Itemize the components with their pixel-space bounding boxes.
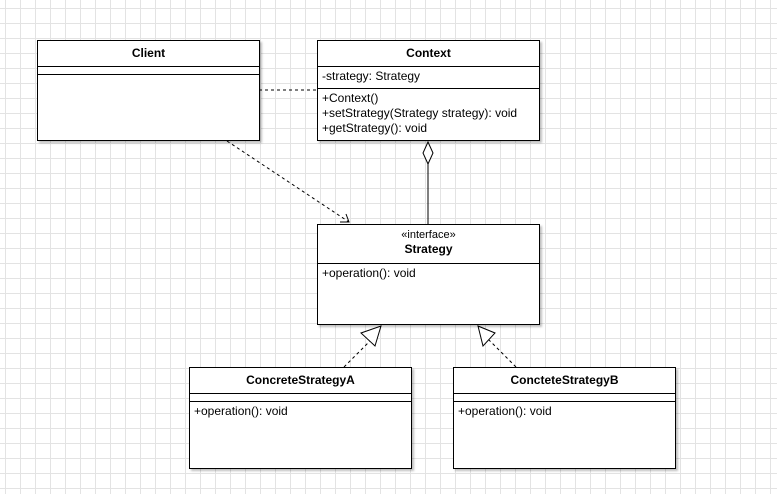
operations-section bbox=[38, 75, 259, 79]
class-header: Context bbox=[318, 41, 539, 67]
operations-section: +Context() +setStrategy(Strategy strateg… bbox=[318, 89, 539, 138]
class-name: ConcreteStrategyA bbox=[246, 373, 355, 387]
class-name: Client bbox=[131, 46, 166, 60]
class-concrete-strategy-a[interactable]: ConcreteStrategyA +operation(): void bbox=[189, 367, 412, 469]
operation-set-strategy: +setStrategy(Strategy strategy): void bbox=[322, 106, 518, 120]
operations-section: +operation(): void bbox=[454, 402, 675, 421]
operation-operation: +operation(): void bbox=[322, 266, 416, 280]
class-header: Client bbox=[38, 41, 259, 67]
class-name: Strategy bbox=[404, 242, 453, 256]
attributes-section bbox=[190, 394, 411, 402]
attributes-section bbox=[454, 394, 675, 402]
operation-constructor: +Context() bbox=[322, 91, 379, 105]
realization-concrete-a bbox=[343, 325, 382, 368]
operations-section: +operation(): void bbox=[190, 402, 411, 421]
class-concrete-strategy-b[interactable]: ConcteteStrategyB +operation(): void bbox=[453, 367, 676, 469]
class-name: Context bbox=[406, 46, 451, 60]
class-header: ConcreteStrategyA bbox=[190, 368, 411, 394]
operation-operation: +operation(): void bbox=[458, 404, 552, 418]
realization-concrete-b bbox=[477, 325, 517, 368]
stereotype-label: «interface» bbox=[401, 229, 456, 241]
class-name: ConcteteStrategyB bbox=[510, 373, 619, 387]
operation-get-strategy: +getStrategy(): void bbox=[322, 121, 428, 135]
class-header: ConcteteStrategyB bbox=[454, 368, 675, 394]
attributes-section: -strategy: Strategy bbox=[318, 67, 539, 89]
attribute-strategy: -strategy: Strategy bbox=[322, 69, 421, 83]
aggregation-context-strategy bbox=[422, 140, 434, 224]
dependency-client-strategy bbox=[226, 140, 350, 223]
class-client[interactable]: Client bbox=[37, 40, 260, 141]
attributes-section bbox=[38, 67, 259, 75]
class-strategy-interface[interactable]: «interface» Strategy +operation(): void bbox=[317, 224, 540, 325]
operations-section: +operation(): void bbox=[318, 264, 539, 283]
class-header: «interface» Strategy bbox=[318, 225, 539, 264]
operation-operation: +operation(): void bbox=[194, 404, 288, 418]
class-context[interactable]: Context -strategy: Strategy +Context() +… bbox=[317, 40, 540, 141]
